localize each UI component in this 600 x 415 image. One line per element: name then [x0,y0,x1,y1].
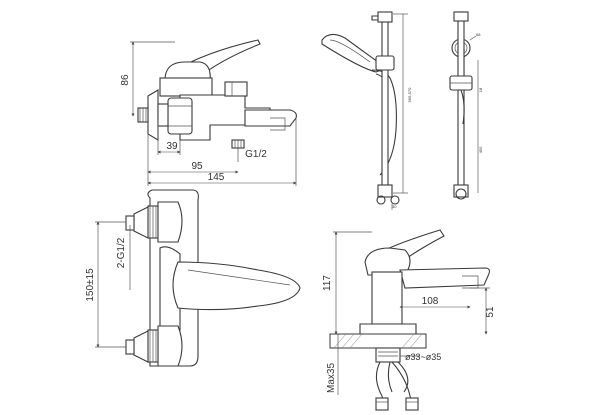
dim-diameter: ø33~ø35 [405,352,441,362]
bath-mixer-front-view: 2-G1/2 150±15 [85,189,301,367]
dim-145: 145 [208,172,225,183]
dim-g12-outlet: G1/2 [245,149,267,160]
dim-head-diameter: 68 [476,32,481,37]
dim-lower: 450 [478,146,483,153]
dim-2-g12: 2-G1/2 [116,237,127,268]
dim-86: 86 [120,74,131,86]
dim-51: 51 [485,306,496,318]
dim-39: 39 [166,141,178,152]
dim-150: 150±15 [85,268,96,302]
dim-max35: Max35 [326,363,337,393]
shower-rail-view: 565-570 30 68 18 450 [321,11,483,210]
dim-95: 95 [191,161,203,172]
basin-mixer-view: 117 108 51 Max35 ø33~ø35 [322,229,496,411]
dim-rail-length: 565-570 [407,87,412,102]
bath-mixer-side-view: 86 39 G1/2 95 145 [120,39,297,186]
dim-117: 117 [322,275,333,291]
dim-slider: 18 [478,87,483,92]
dim-rail-offset: 30 [392,204,397,209]
dim-108: 108 [422,296,439,307]
